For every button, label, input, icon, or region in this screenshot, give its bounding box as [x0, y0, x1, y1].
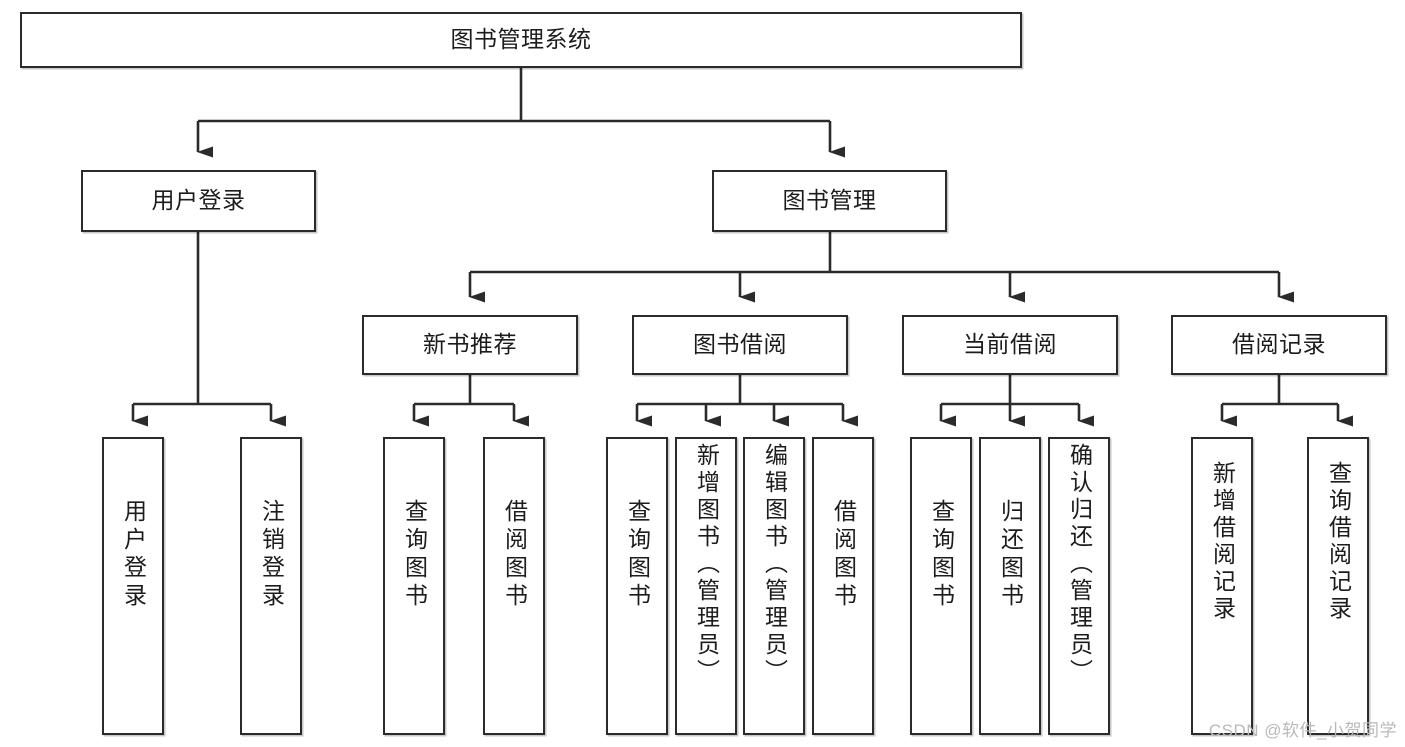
node-new-book-rec[interactable]: 新书推荐	[362, 315, 578, 375]
node-current-borrow-label: 当前借阅	[963, 331, 1057, 358]
leaf-query-book-1-label: 查询图书	[401, 499, 428, 611]
leaf-borrow-book-2[interactable]: 借阅图书	[812, 437, 874, 735]
node-borrow-record[interactable]: 借阅记录	[1171, 315, 1387, 375]
leaf-query-record-label: 查询借阅记录	[1325, 461, 1352, 623]
leaf-logout[interactable]: 注销登录	[240, 437, 302, 735]
node-root-label: 图书管理系统	[450, 26, 592, 53]
leaf-borrow-book-2-label: 借阅图书	[830, 499, 857, 611]
node-root[interactable]: 图书管理系统	[20, 12, 1022, 68]
leaf-borrow-book-1-label: 借阅图书	[501, 499, 528, 611]
leaf-logout-label: 注销登录	[258, 499, 285, 611]
csdn-watermark: CSDN @软件_小贺同学	[1208, 721, 1397, 740]
leaf-confirm-return[interactable]: 确认归还（管理员）	[1048, 437, 1110, 735]
node-borrow-record-label: 借阅记录	[1232, 331, 1326, 358]
leaf-query-book-2-label: 查询图书	[624, 499, 651, 611]
leaf-edit-book[interactable]: 编辑图书（管理员）	[743, 437, 805, 735]
node-current-borrow[interactable]: 当前借阅	[902, 315, 1118, 375]
leaf-query-book-3-label: 查询图书	[928, 499, 955, 611]
node-new-book-rec-label: 新书推荐	[423, 331, 517, 358]
leaf-query-book-1[interactable]: 查询图书	[383, 437, 445, 735]
node-user-login[interactable]: 用户登录	[81, 170, 316, 232]
leaf-query-book-3[interactable]: 查询图书	[910, 437, 972, 735]
leaf-confirm-return-label: 确认归还（管理员）	[1066, 443, 1093, 686]
leaf-add-record[interactable]: 新增借阅记录	[1191, 437, 1253, 735]
leaf-return-book-label: 归还图书	[997, 499, 1024, 611]
leaf-query-record[interactable]: 查询借阅记录	[1307, 437, 1369, 735]
node-user-login-label: 用户登录	[151, 187, 246, 214]
node-book-borrow[interactable]: 图书借阅	[632, 315, 848, 375]
node-book-manage-label: 图书管理	[782, 187, 877, 214]
leaf-add-book-label: 新增图书（管理员）	[693, 443, 720, 686]
node-book-manage[interactable]: 图书管理	[712, 170, 947, 232]
leaf-return-book[interactable]: 归还图书	[979, 437, 1041, 735]
leaf-query-book-2[interactable]: 查询图书	[606, 437, 668, 735]
node-book-borrow-label: 图书借阅	[693, 331, 787, 358]
leaf-edit-book-label: 编辑图书（管理员）	[761, 443, 788, 686]
leaf-borrow-book-1[interactable]: 借阅图书	[483, 437, 545, 735]
leaf-user-login[interactable]: 用户登录	[102, 437, 164, 735]
leaf-user-login-label: 用户登录	[120, 499, 147, 611]
leaf-add-record-label: 新增借阅记录	[1209, 461, 1236, 623]
leaf-add-book[interactable]: 新增图书（管理员）	[675, 437, 737, 735]
